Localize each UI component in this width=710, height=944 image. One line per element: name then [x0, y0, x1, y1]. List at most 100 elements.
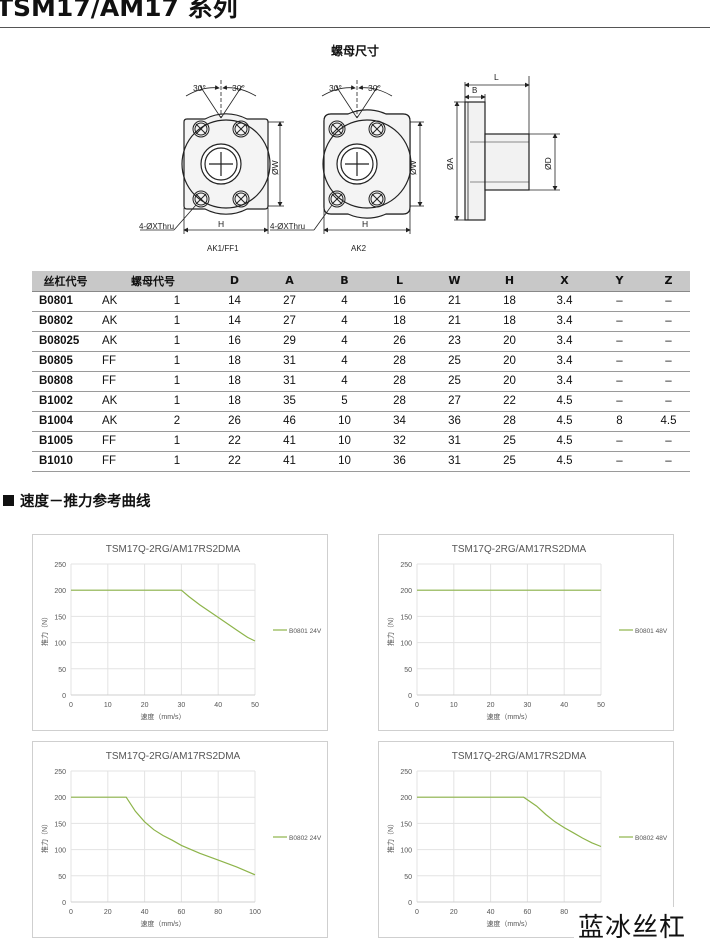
legend-label: B0802 48V — [635, 835, 668, 842]
table-cell: 27 — [262, 291, 317, 312]
ak1-caption: AK1/FF1 — [207, 244, 239, 253]
table-cell: 27 — [262, 311, 317, 332]
chart-title: TSM17Q-2RG/AM17RS2DMA — [452, 544, 587, 555]
table-cell: 14 — [207, 291, 262, 312]
table-cell: 28 — [372, 391, 427, 412]
b-dimension-label: B — [472, 86, 477, 95]
table-cell: – — [647, 311, 690, 332]
table-cell: 3.4 — [537, 371, 592, 392]
header-b: B — [317, 271, 372, 292]
header-w: W — [427, 271, 482, 292]
table-cell: 41 — [262, 451, 317, 472]
series-line — [71, 589, 256, 642]
table-cell: 1 — [147, 431, 207, 452]
table-cell: B1002 — [32, 391, 99, 412]
x-axis-label: 速度（mm/s） — [486, 919, 531, 928]
table-cell: 22 — [207, 431, 262, 452]
legend-label: B0801 48V — [635, 628, 668, 635]
table-cell: 23 — [427, 331, 482, 352]
x-axis-label: 速度（mm/s） — [140, 712, 185, 721]
header-x: X — [537, 271, 592, 292]
d-dimension-label: ØD — [543, 157, 553, 170]
table-cell: 41 — [262, 431, 317, 452]
page-title: TSM17/AM17 系列 — [0, 0, 238, 22]
angle-label-right: 30° — [232, 83, 245, 93]
x-tick-label: 20 — [450, 909, 458, 916]
table-cell: 20 — [482, 331, 537, 352]
x-tick-label: 10 — [104, 702, 112, 709]
table-cell: 29 — [262, 331, 317, 352]
table-cell: 28 — [372, 351, 427, 372]
table-cell: 27 — [427, 391, 482, 412]
table-cell: 1 — [147, 391, 207, 412]
table-cell: – — [647, 371, 690, 392]
nut-dimension-drawings: 30° 30° ØW H 4-ØXThru AK1/FF1 30° 3 — [139, 72, 560, 253]
table-cell: 16 — [372, 291, 427, 312]
chart-title: TSM17Q-2RG/AM17RS2DMA — [452, 751, 587, 762]
x-tick-label: 80 — [214, 909, 222, 916]
table-cell: 32 — [372, 431, 427, 452]
ak1-ff1-drawing — [140, 80, 284, 234]
table-cell: AK — [99, 291, 147, 312]
x-tick-label: 0 — [415, 909, 419, 916]
y-tick-label: 150 — [400, 821, 412, 828]
table-cell: 10 — [317, 451, 372, 472]
table-cell: 28 — [372, 371, 427, 392]
x-tick-label: 20 — [487, 702, 495, 709]
chart-title: TSM17Q-2RG/AM17RS2DMA — [106, 544, 241, 555]
y-tick-label: 50 — [58, 874, 66, 881]
x-tick-label: 50 — [251, 702, 259, 709]
x-axis-label: 速度（mm/s） — [140, 919, 185, 928]
table-cell: 4 — [317, 291, 372, 312]
y-tick-label: 0 — [62, 900, 66, 907]
legend-label: B0801 24V — [289, 628, 322, 635]
holes-label-1: 4-ØXThru — [139, 222, 174, 231]
x-tick-label: 80 — [560, 909, 568, 916]
h-dimension-label-2: H — [362, 219, 368, 229]
table-cell: 14 — [207, 311, 262, 332]
table-cell: 2 — [147, 411, 207, 432]
watermark: 蓝冰丝杠 — [574, 907, 691, 944]
y-tick-label: 250 — [400, 562, 412, 569]
y-axis-label: 推力（N） — [40, 820, 49, 853]
y-axis-label: 推力（N） — [40, 613, 49, 646]
x-tick-label: 20 — [141, 702, 149, 709]
table-cell: 28 — [482, 411, 537, 432]
table-cell: 1 — [147, 371, 207, 392]
table-cell: B0801 — [32, 291, 99, 312]
table-cell: 31 — [262, 351, 317, 372]
table-cell: 4.5 — [537, 391, 592, 412]
table-cell: AK — [99, 311, 147, 332]
table-cell: – — [647, 291, 690, 312]
table-cell: 46 — [262, 411, 317, 432]
y-tick-label: 250 — [400, 769, 412, 776]
l-dimension-label: L — [494, 72, 499, 82]
table-cell: 26 — [372, 331, 427, 352]
x-tick-label: 60 — [524, 909, 532, 916]
w-dimension-label: ØW — [270, 160, 280, 175]
table-cell: 26 — [207, 411, 262, 432]
table-cell: – — [647, 351, 690, 372]
x-tick-label: 60 — [178, 909, 186, 916]
chart-title: TSM17Q-2RG/AM17RS2DMA — [106, 751, 241, 762]
x-tick-label: 20 — [104, 909, 112, 916]
table-cell: 4 — [317, 311, 372, 332]
x-axis-label: 速度（mm/s） — [486, 712, 531, 721]
x-tick-label: 0 — [415, 702, 419, 709]
x-tick-label: 40 — [560, 702, 568, 709]
table-cell: 25 — [427, 371, 482, 392]
table-cell: 1 — [147, 331, 207, 352]
y-tick-label: 200 — [54, 795, 66, 802]
ak2-drawing — [270, 80, 424, 234]
holes-label-2: 4-ØXThru — [270, 222, 305, 231]
table-cell: AK — [99, 391, 147, 412]
table-cell: – — [647, 391, 690, 412]
table-cell: AK — [99, 411, 147, 432]
